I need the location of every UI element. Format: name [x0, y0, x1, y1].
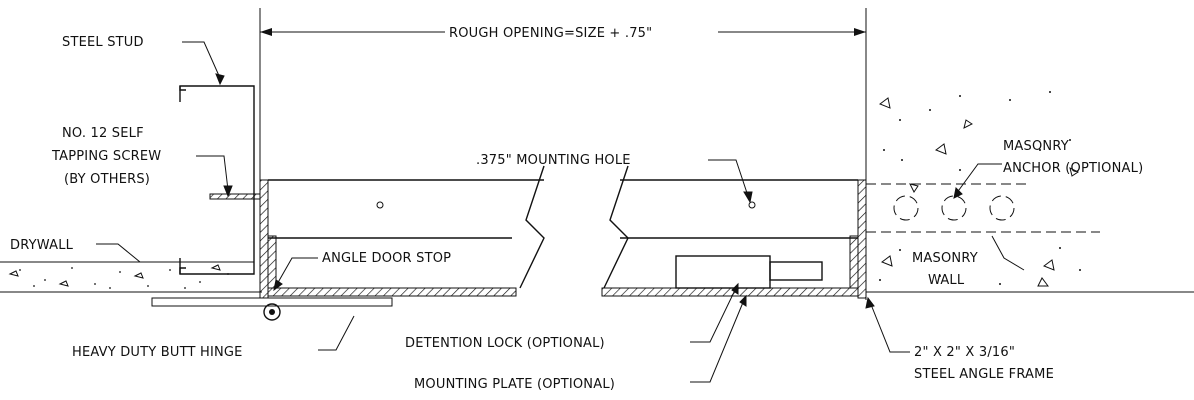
drywall	[0, 261, 262, 293]
detention-lock	[675, 255, 823, 289]
label-steel-stud: STEEL STUD	[62, 35, 144, 50]
label-angle-frame-line2: STEEL ANGLE FRAME	[914, 367, 1054, 382]
masonry-wall	[866, 91, 1194, 293]
label-masonry-wall-line2: WALL	[928, 273, 965, 288]
label-detention-lock: DETENTION LOCK (OPTIONAL)	[405, 336, 605, 351]
butt-hinge	[151, 297, 393, 321]
label-screw-line2: TAPPING SCREW	[51, 149, 161, 164]
label-masonry-anchor-line1: MASONRY	[1003, 139, 1069, 154]
label-angle-frame-line1: 2" X 2" X 3/16"	[914, 345, 1015, 360]
label-hinge: HEAVY DUTY BUTT HINGE	[72, 345, 243, 360]
label-rough-opening: ROUGH OPENING=SIZE + .75"	[449, 26, 652, 41]
steel-stud	[179, 85, 255, 275]
door-leaf	[268, 165, 858, 289]
label-mounting-plate: MOUNTING PLATE (OPTIONAL)	[414, 377, 615, 392]
screw	[209, 193, 261, 200]
label-screw-line1: NO. 12 SELF	[62, 126, 144, 141]
label-angle-door-stop: ANGLE DOOR STOP	[322, 251, 451, 266]
left-angle-frame	[259, 179, 859, 299]
label-mounting-hole: .375" MOUNTING HOLE	[476, 153, 631, 168]
label-masonry-wall-line1: MASONRY	[912, 251, 978, 266]
right-angle-frame	[849, 179, 867, 299]
label-screw-line3: (BY OTHERS)	[64, 172, 150, 187]
label-masonry-anchor-line2: ANCHOR (OPTIONAL)	[1003, 161, 1143, 176]
leader-lines	[96, 41, 1025, 383]
label-drywall: DRYWALL	[10, 238, 74, 253]
